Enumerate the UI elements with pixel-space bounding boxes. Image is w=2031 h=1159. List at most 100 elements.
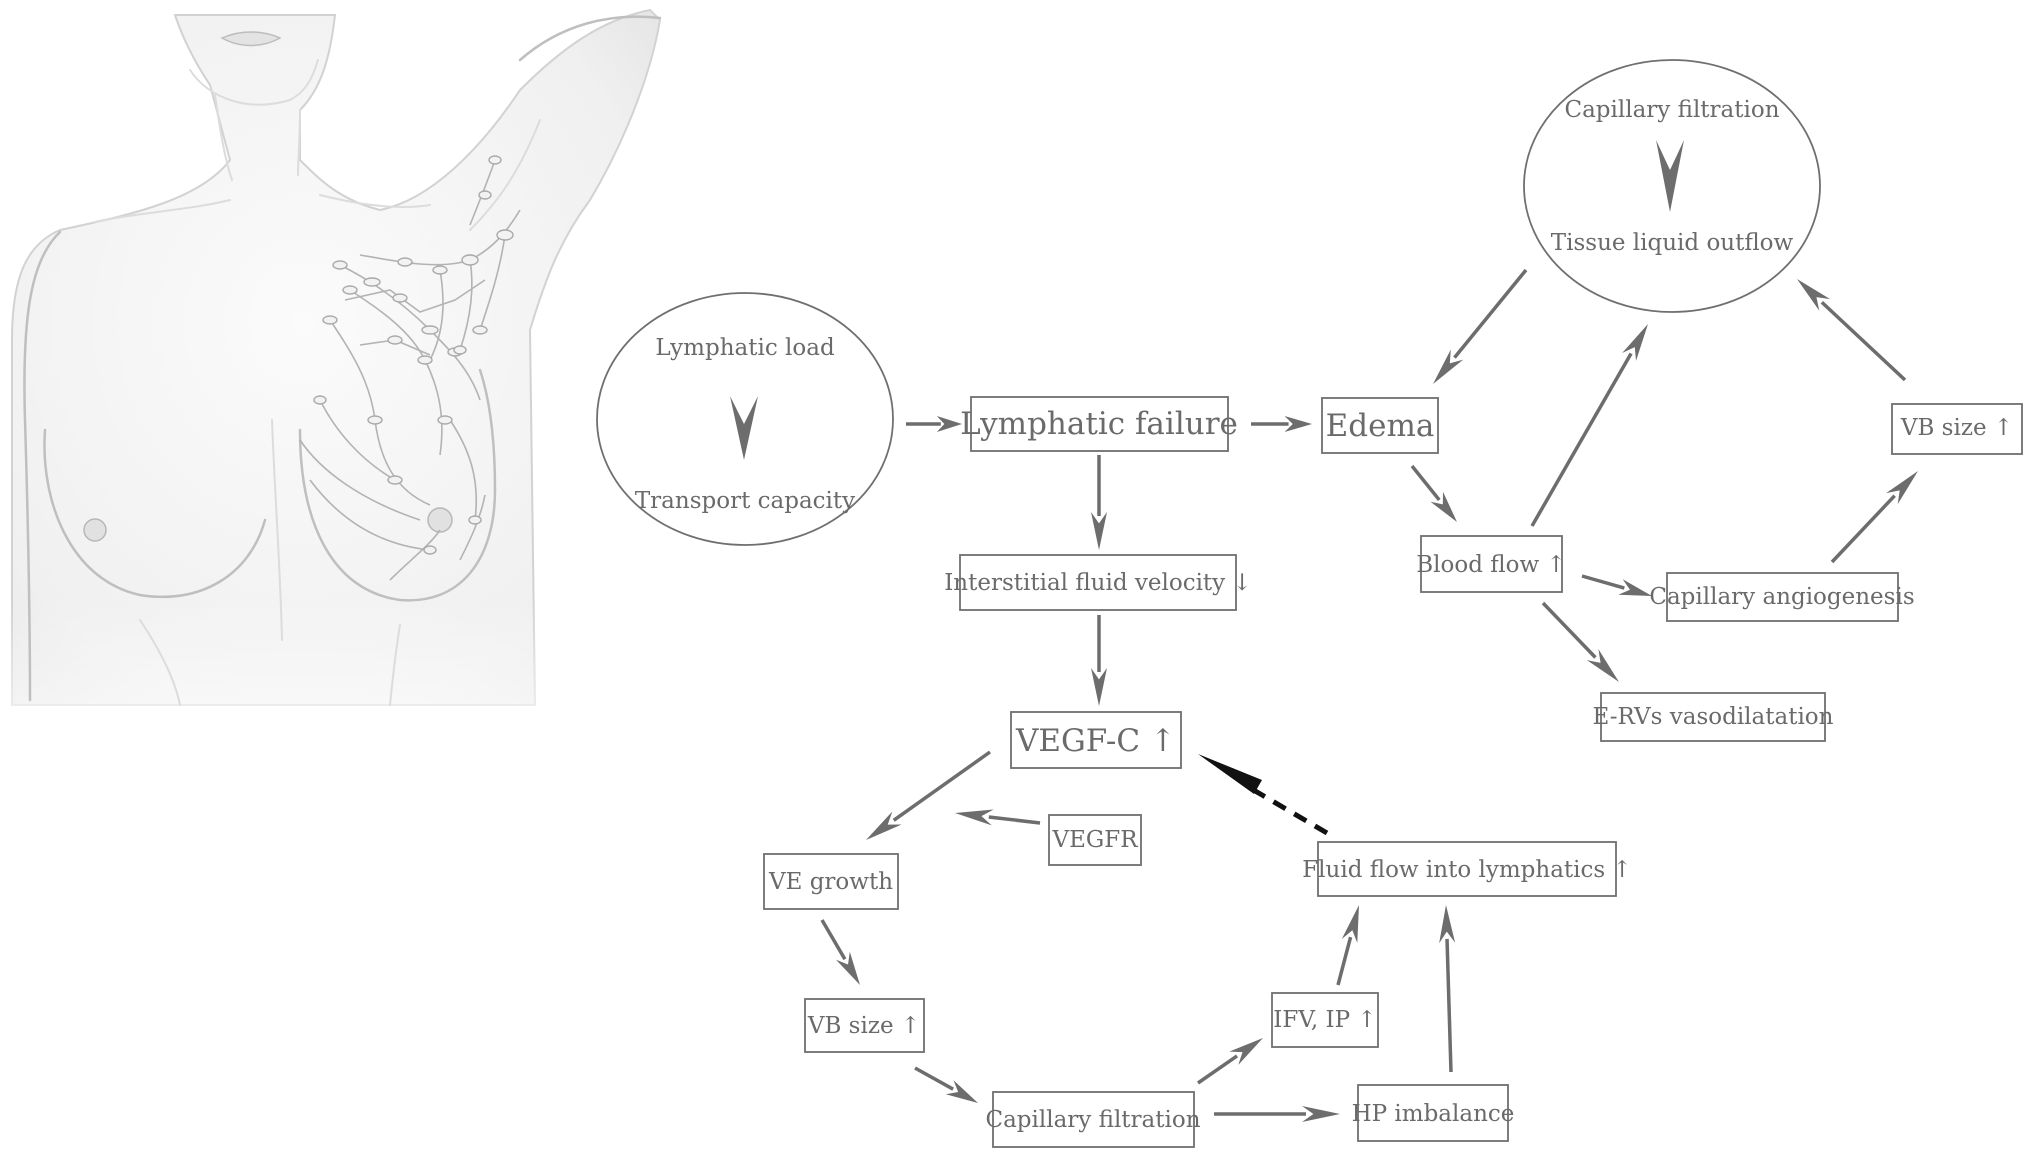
node-hp-imbalance: HP imbalance [1352, 1084, 1515, 1142]
node-vb-size-left: VB size ↑ [804, 998, 925, 1053]
arrow-vegfr-to-vegrowth-head [955, 809, 994, 826]
left-breast [43, 428, 267, 599]
neck-line-right [297, 109, 301, 176]
load-capacity-ellipse: Lymphatic load Transport capacity [596, 292, 894, 546]
arrow-vbsize-to-filtration-shaft [914, 1066, 954, 1091]
lower-torso-left [139, 619, 181, 706]
arrow-hp-to-fluidflow [1439, 905, 1456, 1073]
node-ve-growth: VE growth [763, 853, 899, 910]
arrow-bloodflow-to-ervs-head [1586, 649, 1619, 682]
arrow-outflow-to-edema-head [1433, 349, 1464, 384]
arrow-load-to-failure-head [936, 416, 962, 432]
svg-text:Interstitial fluid velocity ↓: Interstitial fluid velocity ↓ [944, 570, 1252, 596]
arrow-vegfc-to-vegrowth-shaft [892, 750, 992, 822]
lower-torso-right [389, 624, 401, 706]
svg-text:VE growth: VE growth [768, 869, 893, 895]
arrow-angiogenesis-to-vbsize-head [1886, 471, 1918, 505]
comparison-chevron-top [1656, 140, 1684, 212]
arrow-vegrowth-to-vbsize [820, 919, 860, 985]
node-interstitial-fluid-velocity: Interstitial fluid velocity ↓ [944, 554, 1252, 611]
arrow-filtration-to-ifv [1197, 1038, 1263, 1085]
lymphatic-network [299, 155, 521, 581]
arrow-bloodflow-to-ervs-shaft [1541, 601, 1597, 659]
arrow-ifv-to-fluidflow-head [1341, 905, 1359, 944]
node-lymphatic-failure: Lymphatic failure [960, 396, 1238, 452]
arrow-vbsize-to-outflow-shaft [1820, 300, 1907, 382]
arrow-filtration-to-ifv-shaft [1197, 1054, 1239, 1085]
arrow-vegfr-to-vegrowth [955, 809, 1041, 826]
svg-text:HP imbalance: HP imbalance [1352, 1101, 1515, 1127]
arrow-vegfc-to-vegrowth [866, 750, 992, 840]
svg-text:VEGF-C ↑: VEGF-C ↑ [1015, 723, 1176, 759]
arrow-bloodflow-to-filtration-head [1622, 324, 1648, 361]
arrow-edema-to-bloodflow-head [1430, 491, 1457, 522]
arrow-vbsize-to-filtration [914, 1066, 978, 1103]
svg-text:E-RVs vasodilatation: E-RVs vasodilatation [1593, 704, 1834, 730]
left-nipple [83, 518, 107, 542]
node-capillary-filtration-bottom: Capillary filtration [985, 1091, 1201, 1148]
svg-text:Lymphatic failure: Lymphatic failure [960, 406, 1238, 442]
node-capillary-angiogenesis: Capillary angiogenesis [1649, 572, 1915, 622]
arrows-layer [820, 268, 1918, 1122]
tissue-outflow-label: Tissue liquid outflow [1551, 230, 1794, 256]
right-breast [298, 368, 497, 602]
svg-text:VB size ↑: VB size ↑ [807, 1013, 920, 1039]
right-nipple [427, 507, 453, 533]
arrow-ifv-to-fluidflow-shaft [1336, 936, 1353, 986]
comparison-chevron [730, 396, 758, 460]
arrow-failure-to-edema-head [1284, 416, 1312, 432]
svg-text:Capillary angiogenesis: Capillary angiogenesis [1649, 584, 1914, 610]
node-vegfr: VEGFR [1048, 814, 1142, 866]
arrow-velocity-to-vegfc [1091, 615, 1107, 706]
arrow-vegrowth-to-vbsize-head [835, 951, 860, 985]
arrow-bloodflow-to-angiogenesis-head [1618, 579, 1652, 596]
arrow-filtration-to-hp [1214, 1106, 1340, 1122]
arrow-velocity-to-vegfc-head [1091, 668, 1107, 706]
arrow-bloodflow-to-angiogenesis [1581, 574, 1652, 596]
chin-line [189, 59, 319, 106]
arrow-bloodflow-to-filtration [1530, 324, 1648, 527]
node-ifv-ip: IFV, IP ↑ [1271, 992, 1379, 1048]
sternum-line [271, 419, 283, 641]
arrow-vbsize-to-filtration-head [945, 1080, 978, 1103]
arrow-filtration-to-ifv-head [1229, 1038, 1263, 1065]
left-arm-edge [23, 230, 62, 702]
node-vegf-c: VEGF-C ↑ [1010, 711, 1182, 769]
arrow-vbsize-to-outflow [1797, 279, 1907, 382]
arrow-hp-to-fluidflow-shaft [1445, 938, 1453, 1073]
svg-text:Blood flow ↑: Blood flow ↑ [1416, 552, 1565, 578]
node-blood-flow: Blood flow ↑ [1416, 535, 1566, 593]
transport-capacity-label: Transport capacity [635, 488, 855, 514]
node-fluid-flow-into-lymphatics: Fluid flow into lymphatics ↑ [1302, 841, 1632, 897]
arrow-vegrowth-to-vbsize-shaft [820, 919, 847, 961]
svg-text:Edema: Edema [1326, 408, 1435, 444]
arrow-bloodflow-to-ervs [1541, 601, 1619, 682]
arrow-failure-to-edema [1251, 416, 1312, 432]
feedback-dashed-arrow [1198, 754, 1329, 836]
node-vb-size-right: VB size ↑ [1891, 403, 2023, 455]
node-edema: Edema [1321, 397, 1439, 454]
svg-text:Capillary filtration: Capillary filtration [985, 1107, 1200, 1133]
svg-text:IFV, IP ↑: IFV, IP ↑ [1273, 1007, 1376, 1033]
lips [220, 31, 282, 47]
arrow-angiogenesis-to-vbsize [1830, 471, 1918, 564]
arrow-outflow-to-edema [1433, 268, 1528, 384]
clavicle-left [94, 199, 231, 223]
arrow-filtration-to-hp-head [1302, 1106, 1340, 1122]
arrow-outflow-to-edema-shaft [1453, 268, 1528, 359]
svg-text:Fluid flow into lymphatics ↑: Fluid flow into lymphatics ↑ [1302, 857, 1632, 883]
clavicle-right [319, 194, 431, 208]
arrow-hp-to-fluidflow-head [1439, 905, 1456, 944]
arrow-failure-to-velocity-head [1091, 512, 1107, 550]
arrow-vegfr-to-vegrowth-shaft [988, 815, 1041, 825]
arrow-edema-to-bloodflow-shaft [1410, 464, 1441, 502]
capillary-filtration-top-label: Capillary filtration [1564, 97, 1779, 123]
arrow-edema-to-bloodflow [1410, 464, 1457, 522]
arrow-vegfc-to-vegrowth-head [866, 811, 902, 840]
raised-arm [518, 15, 662, 62]
neck-line-left [214, 94, 233, 181]
arrow-failure-to-velocity [1091, 455, 1107, 550]
svg-text:VB size ↑: VB size ↑ [1900, 415, 2013, 441]
svg-text:VEGFR: VEGFR [1051, 827, 1138, 853]
